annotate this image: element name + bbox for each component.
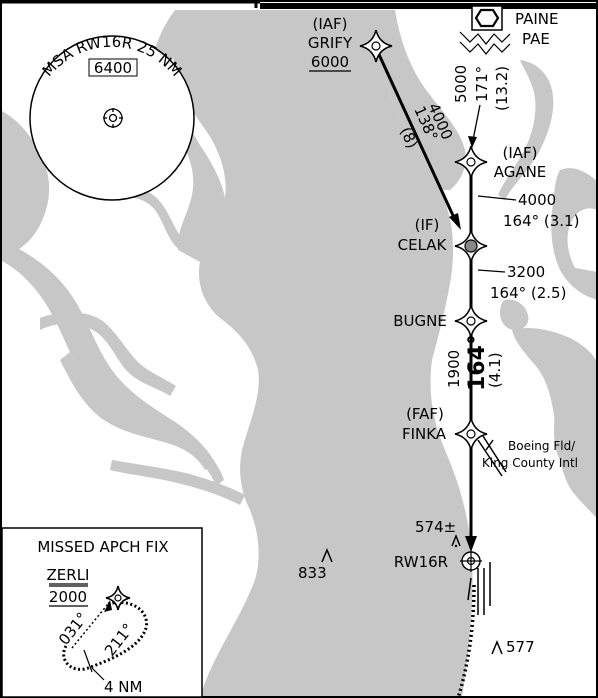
mercer-strip	[554, 399, 577, 462]
obstacle-577-label: 577	[506, 638, 535, 656]
airport-name-line2: King County Intl	[482, 456, 578, 470]
agane-leg-course-distance: 164° (3.1)	[503, 212, 579, 230]
missed-approach-inset: MISSED APCH FIX ZERLI 2000 031° 211° 4 N…	[1, 527, 203, 698]
msa-circle-group: MSA RW16R 25 NM 6400	[29, 33, 195, 201]
obstacle-574-icon	[451, 533, 461, 547]
grify-altitude: 6000	[311, 53, 349, 71]
paine-leg-arrow	[468, 136, 477, 148]
grify-name: GRIFY	[308, 34, 353, 52]
missed-approach-dotted	[456, 584, 476, 698]
zerli-name: ZERLI	[47, 566, 90, 584]
celak-role: (IF)	[415, 216, 440, 234]
msa-altitude: 6400	[94, 59, 132, 77]
celak-leg-course-distance: 164° (2.5)	[490, 284, 566, 302]
paine-radial-squiggle	[459, 31, 511, 55]
agane-role: (IAF)	[502, 144, 537, 162]
final-arrow	[465, 536, 477, 552]
paine-vor-icon	[471, 5, 503, 31]
agane-name: AGANE	[494, 163, 547, 181]
holding-inbound-leg	[71, 603, 109, 649]
possession-sound	[360, 10, 466, 190]
obstacle-833-icon	[321, 548, 333, 563]
obstacle-577-icon	[491, 640, 503, 655]
paine-ident: PAE	[522, 30, 550, 48]
holding-pattern	[62, 601, 148, 671]
runway-symbol	[477, 562, 491, 615]
final-distance: (4.1)	[486, 352, 504, 388]
port-gamble-shore	[0, 110, 50, 258]
airport-name-line1: Boeing Fld/	[508, 439, 576, 453]
paine-name: PAINE	[515, 10, 558, 28]
obstacle-574-dot	[454, 544, 458, 548]
grify-leg-arrow	[449, 213, 461, 230]
msa-altitude-box	[88, 58, 138, 77]
holding-leg-length: 4 NM	[104, 678, 142, 696]
sinclair-inlet	[110, 460, 245, 505]
celak-name: CELAK	[398, 236, 448, 254]
missed-title: MISSED APCH FIX	[37, 538, 168, 556]
dyes-inlet	[60, 352, 224, 486]
msa-center-vor-icon	[103, 108, 123, 128]
leg-length-tick-a	[83, 649, 93, 673]
bugne-name: BUGNE	[393, 312, 447, 330]
liberty-bay	[118, 187, 186, 250]
final-course: 164°	[465, 334, 490, 391]
paine-leg-altitude: 5000	[452, 65, 470, 103]
zerli-altitude: 2000	[49, 588, 87, 606]
paine-leg-distance: (13.2)	[493, 66, 511, 111]
leg-length-leader	[91, 667, 105, 681]
boeing-field-runways	[477, 435, 507, 477]
water-areas	[0, 10, 598, 698]
hood-canal	[0, 240, 215, 470]
approach-course-lines	[374, 47, 481, 698]
celak-fix-icon	[454, 229, 488, 263]
finka-name: FINKA	[402, 425, 447, 443]
final-altitude: 1900	[445, 350, 463, 388]
bugne-fix-icon	[454, 304, 488, 338]
paine-leg-course: 171°	[473, 66, 491, 102]
grify-role: (IAF)	[312, 15, 347, 33]
lake-washington-south	[512, 327, 598, 520]
obstacle-833-label: 833	[298, 564, 327, 582]
lake-union	[500, 299, 529, 330]
runway-name: RW16R	[394, 553, 448, 571]
grify-celak-leg	[374, 47, 458, 223]
agane-leg-leader	[477, 195, 517, 201]
obstacle-574-label: 574±	[415, 518, 456, 536]
finka-role: (FAF)	[406, 405, 444, 423]
puget-sound-main	[172, 10, 473, 698]
everett-shore	[498, 60, 554, 200]
holding-arrow	[104, 600, 112, 612]
celak-leg-altitude: 3200	[507, 263, 545, 281]
celak-leg-leader	[477, 269, 506, 273]
lake-washington-north	[551, 168, 598, 300]
paine-agane-leg	[472, 104, 481, 141]
runway-threshold-icon	[460, 550, 482, 572]
agane-leg-altitude: 4000	[518, 191, 556, 209]
missed-climb-line	[467, 577, 472, 601]
port-orchard	[40, 312, 176, 396]
